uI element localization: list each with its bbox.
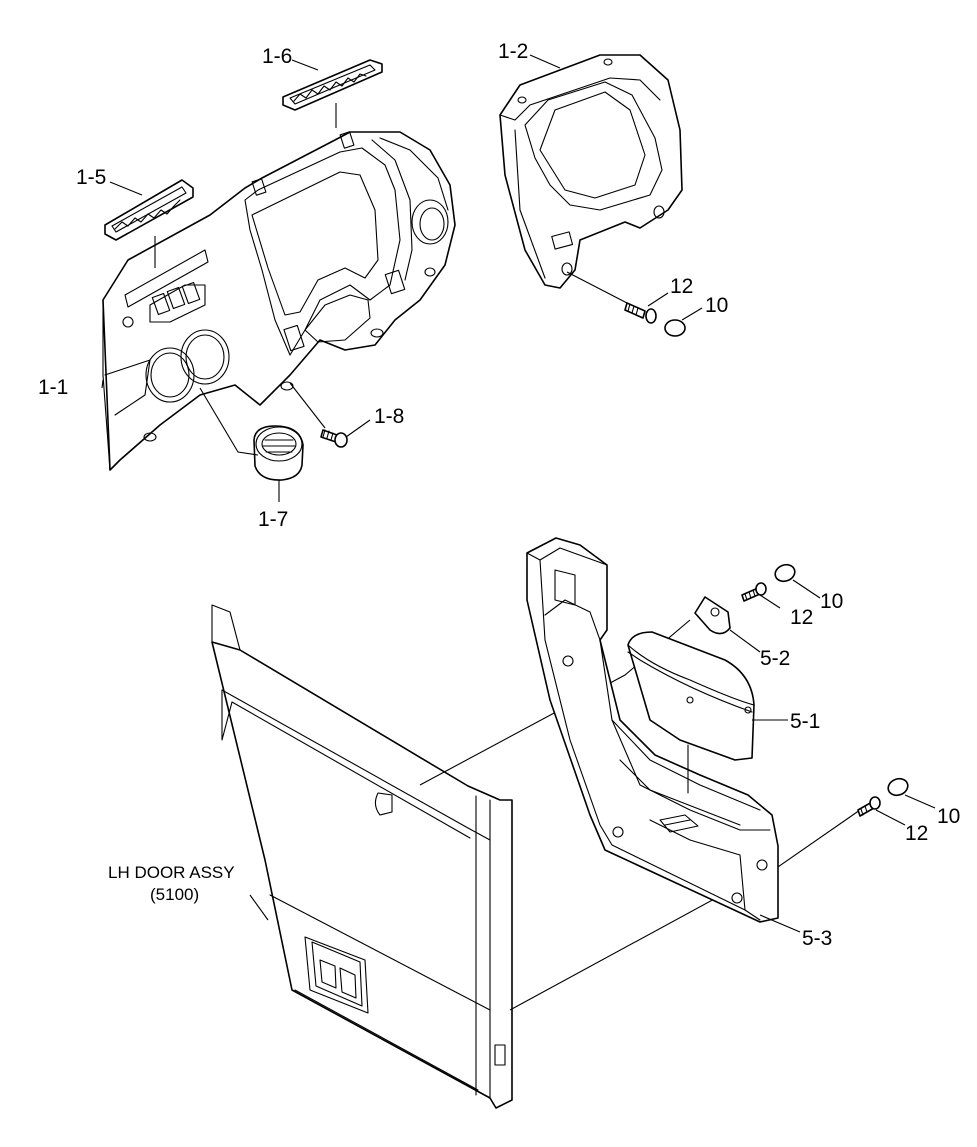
label-1-1: 1-1 (38, 376, 68, 399)
label-12-top: 12 (670, 275, 693, 298)
clip-5-2 (694, 596, 731, 635)
label-12-mid: 12 (790, 606, 813, 629)
label-1-6: 1-6 (262, 45, 292, 68)
dash-panel-1-1 (102, 131, 456, 471)
screw-12-lower (857, 796, 881, 817)
label-door-number: (5100) (150, 885, 199, 904)
screw-12-top (624, 302, 657, 324)
label-10-mid: 10 (820, 590, 843, 613)
label-10-lower: 10 (937, 805, 960, 828)
bracket-5-3 (526, 537, 779, 923)
label-1-2: 1-2 (498, 40, 528, 63)
knob-1-7 (253, 425, 304, 481)
vent-1-5 (104, 179, 194, 241)
label-5-1: 5-1 (790, 710, 820, 733)
label-1-8: 1-8 (374, 405, 404, 428)
vent-1-6 (282, 59, 383, 111)
cap-10-mid (774, 563, 796, 583)
lh-door-assy (211, 604, 513, 1109)
cover-1-2 (499, 54, 683, 289)
label-5-2: 5-2 (760, 647, 790, 670)
cap-10-lower (887, 777, 909, 797)
label-1-7: 1-7 (258, 508, 288, 531)
screw-1-8 (320, 429, 348, 448)
cap-10-top (664, 319, 686, 337)
screw-12-mid (741, 582, 767, 602)
label-1-5: 1-5 (76, 166, 106, 189)
pocket-5-1 (627, 631, 755, 794)
label-door-assy: LH DOOR ASSY (108, 863, 235, 882)
label-10-top: 10 (705, 294, 728, 317)
label-12-lower: 12 (905, 822, 928, 845)
label-5-3: 5-3 (802, 927, 832, 950)
leader-lines (101, 54, 936, 933)
